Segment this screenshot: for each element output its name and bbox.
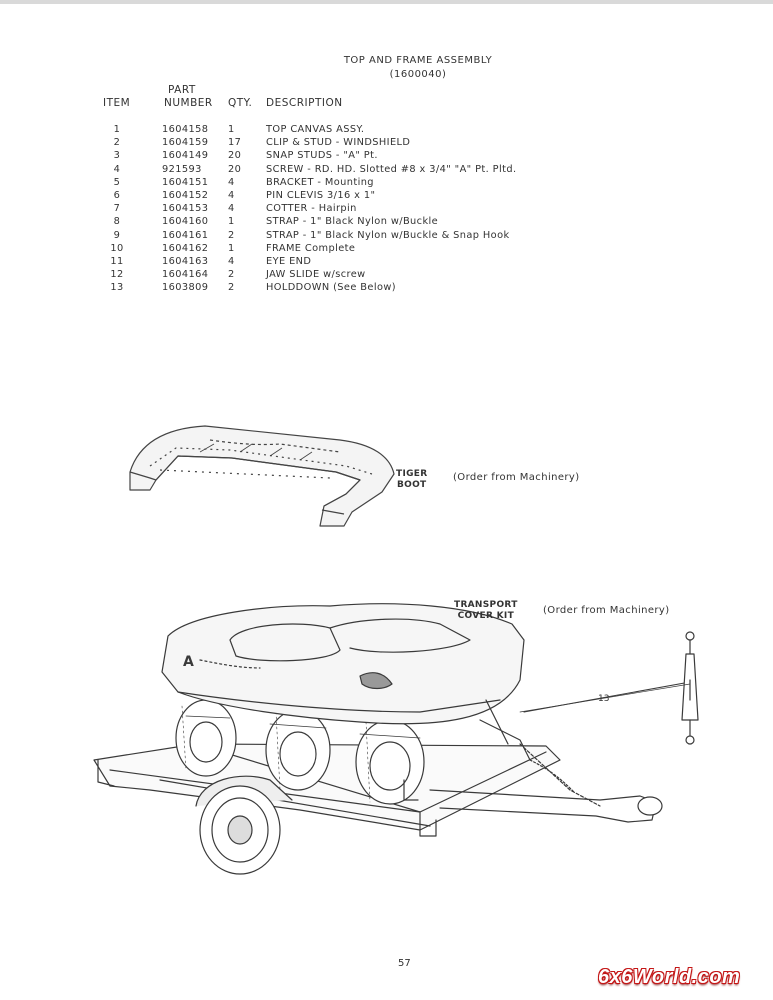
item-number: 12 [110,269,124,281]
description: EYE END [266,255,312,267]
parts-row: 9 1604161 2 STRAP - 1" Black Nylon w/Buckle… [0,230,773,243]
part-number: 1604160 [162,216,209,228]
part-number: 1604151 [162,176,209,188]
part-number: 1604162 [162,242,209,254]
description: CLIP & STUD - WINDSHIELD [266,137,411,149]
quantity: 1 [228,242,235,254]
item-number: 3 [113,150,121,162]
transport-cover-order-note: (Order from Machinery) [543,605,670,616]
quantity: 1 [228,124,235,135]
parts-row: 8 1604160 1 STRAP - 1" Black Nylon w/Buckle [0,216,773,229]
transport-cover-label: TRANSPORT COVER KIT [454,600,518,622]
col-header-item: ITEM [103,97,131,109]
item-number: 5 [113,176,121,188]
part-number: 921593 [162,163,202,175]
part-number: 1604163 [162,255,209,267]
item-number: 10 [110,242,124,254]
item-number: 13 [110,282,124,294]
col-header-part: PART [168,84,196,96]
parts-row: 11 1604163 4 EYE END [0,256,773,269]
parts-row: 6 1604152 4 PIN CLEVIS 3/16 x 1" [0,190,773,203]
quantity: 20 [228,163,242,175]
assembly-number: (1600040) [389,69,447,80]
item-number: 7 [113,203,121,215]
description: SCREW - RD. HD. Slotted #8 x 3/4" "A" Pt… [266,163,517,175]
quantity: 4 [228,203,235,215]
quantity: 17 [228,137,242,149]
transport-cover-label-line2: COVER KIT [457,611,515,621]
item-number: 11 [110,255,124,267]
col-header-qty: QTY. [228,97,253,109]
part-number: 1604164 [162,269,209,281]
part-number: 1604153 [162,203,209,215]
part-number: 1604158 [162,124,209,135]
part-number: 1603809 [162,282,209,294]
tiger-boot-order-note: (Order from Machinery) [453,472,580,483]
description: STRAP - 1" Black Nylon w/Buckle & Snap H… [266,229,510,241]
quantity: 4 [228,176,235,188]
quantity: 4 [228,189,235,201]
tiger-boot-label: TIGER BOOT [396,469,427,491]
part-number: 1604159 [162,137,209,149]
transport-cover-label-line1: TRANSPORT [454,600,518,610]
quantity: 2 [228,229,235,241]
description: COTTER - Hairpin [266,203,357,215]
description: HOLDDOWN (See Below) [266,282,396,294]
description: JAW SLIDE w/screw [266,269,366,281]
scan-top-edge [0,0,773,4]
page-number: 57 [398,958,411,969]
description: STRAP - 1" Black Nylon w/Buckle [266,216,439,228]
description: BRACKET - Mounting [266,176,374,188]
page-title: TOP AND FRAME ASSEMBLY [343,55,493,66]
col-header-number: NUMBER [164,97,213,109]
quantity: 1 [228,216,235,228]
quantity: 20 [228,150,242,162]
svg-text:A: A [183,654,194,670]
part-number: 1604152 [162,189,209,201]
item-number: 2 [113,137,121,149]
parts-row: 2 1604159 17 CLIP & STUD - WINDSHIELD [0,137,773,150]
item-number: 8 [113,216,121,228]
description: FRAME Complete [266,242,356,254]
quantity: 2 [228,282,235,294]
parts-row: 4 921593 20 SCREW - RD. HD. Slotted #8 x 3/… [0,164,773,177]
col-header-description: DESCRIPTION [266,97,343,109]
parts-row: 5 1604151 4 BRACKET - Mounting [0,177,773,190]
part-number: 1604161 [162,229,209,241]
description: TOP CANVAS ASSY. [266,124,365,135]
item-number: 1 [113,124,121,135]
parts-row: 12 1604164 2 JAW SLIDE w/screw [0,269,773,282]
tiger-boot-label-line1: TIGER [396,469,428,479]
parts-row: 7 1604153 4 COTTER - Hairpin [0,203,773,216]
quantity: 4 [228,255,235,267]
tiger-boot-label-line2: BOOT [396,480,427,490]
site-watermark: 6x6World.com [598,966,741,988]
parts-row: 13 1603809 2 HOLDDOWN (See Below) [0,282,773,295]
callout-item-13: 13 [598,694,610,704]
parts-row: 3 1604149 20 SNAP STUDS - "A" Pt. [0,150,773,163]
parts-row: 10 1604162 1 FRAME Complete [0,243,773,256]
description: PIN CLEVIS 3/16 x 1" [266,189,376,201]
item-number: 4 [113,163,121,175]
description: SNAP STUDS - "A" Pt. [266,150,378,162]
quantity: 2 [228,269,235,281]
item-number: 9 [113,229,121,241]
item-number: 6 [113,189,121,201]
part-number: 1604149 [162,150,209,162]
parts-row: 1 1604158 1 TOP CANVAS ASSY. [0,124,773,137]
